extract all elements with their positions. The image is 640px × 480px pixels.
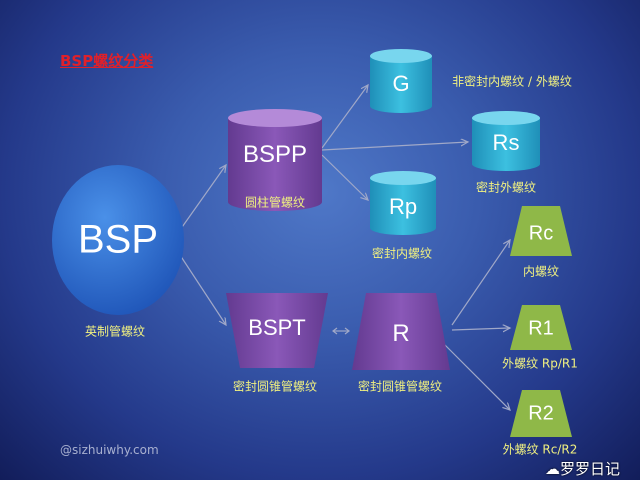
rs-cylinder [472,111,540,171]
rs-desc: 密封外螺纹 [475,180,537,195]
rs-node-label: Rs [492,130,520,155]
r2-desc: 外螺纹 Rc/R2 [502,442,578,457]
watermark-text: 罗罗日记 [560,460,621,478]
bspp-cylinder [228,109,322,211]
r-trapezoid [352,293,450,370]
watermark: ☁罗罗日记 [545,461,620,478]
page-title: BSP螺纹分类 [60,52,154,70]
bspt-trapezoid [226,293,328,368]
bspt-desc: 密封圆锥管螺纹 [232,379,318,394]
rc-trapezoid [510,206,572,256]
bsp-desc: 英制管螺纹 [84,324,146,339]
bspp-desc: 圆柱管螺纹 [244,195,306,210]
r-node-label: R [392,320,410,347]
bsp-circle [52,165,184,315]
bsp-node-label: BSP [77,217,159,262]
r1-desc: 外螺纹 Rp/R1 [502,356,578,371]
rp-desc: 密封内螺纹 [371,246,433,261]
r2-trapezoid [510,390,572,437]
r-desc: 密封圆锥管螺纹 [357,379,443,394]
g-node-label: G [392,71,410,96]
bspt-node-label: BSPT [248,315,306,340]
r1-node-label: R1 [528,317,554,340]
g-desc: 非密封内螺纹 / 外螺纹 [452,74,572,89]
rp-cylinder [370,171,436,235]
r1-trapezoid [510,305,572,350]
footer-site: @sizhuiwhy.com [60,443,159,457]
rc-desc: 内螺纹 [522,264,560,279]
rp-node-label: Rp [388,194,418,219]
double-arrow [332,327,350,335]
bspp-node-label: BSPP [242,141,308,168]
r2-node-label: R2 [528,402,554,425]
connector-arrows [179,85,510,410]
g-cylinder [370,49,432,113]
rc-node-label: Rc [528,222,554,245]
wechat-icon: ☁ [545,460,560,478]
